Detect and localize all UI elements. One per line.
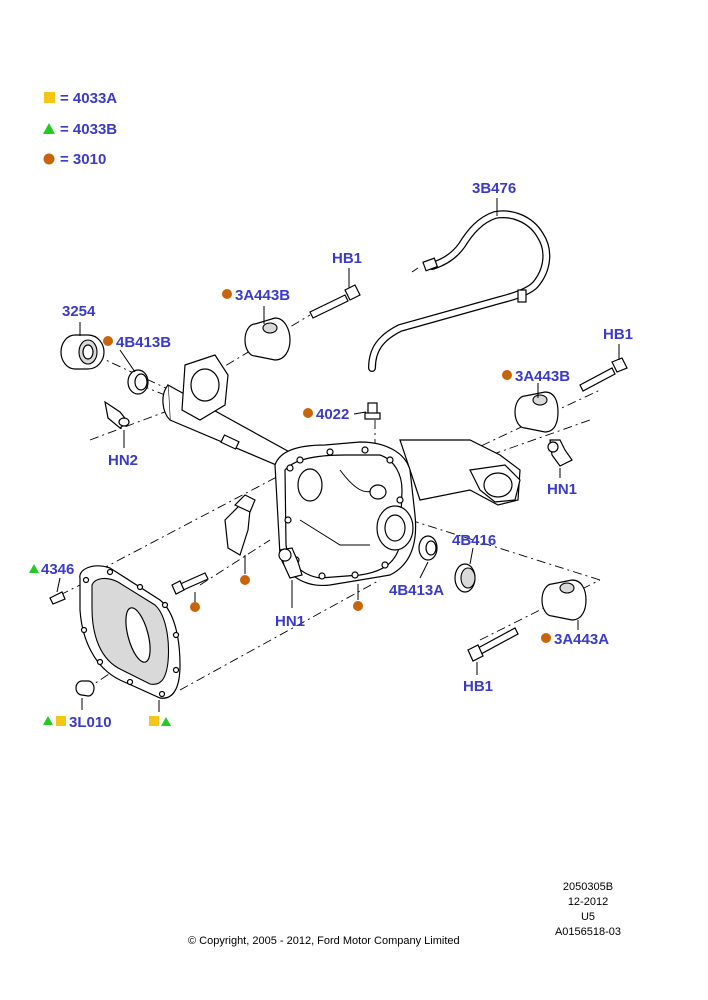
legend-circle-text: = 3010	[60, 151, 106, 168]
label-4b416: 4B416	[452, 532, 496, 549]
circle-marker-icon	[353, 601, 363, 611]
triangle-marker-icon	[29, 564, 39, 573]
circle-marker-icon	[541, 633, 551, 643]
label-hn1-right: HN1	[547, 481, 577, 498]
label-3254: 3254	[62, 303, 96, 320]
circle-marker-icon	[222, 289, 232, 299]
triangle-marker-icon	[161, 717, 171, 726]
label-3a443a: 3A443A	[554, 631, 609, 648]
label-4346: 4346	[41, 561, 74, 578]
circle-marker-icon	[190, 602, 200, 612]
legend: = 4033A = 4033B = 3010	[43, 90, 117, 168]
circle-marker-icon	[240, 575, 250, 585]
circle-marker-icon	[103, 336, 113, 346]
symbol-markers	[29, 289, 551, 726]
label-hn2: HN2	[108, 452, 138, 469]
circle-marker-icon	[303, 408, 313, 418]
differential-cover	[79, 565, 181, 699]
label-3a443b-top: 3A443B	[235, 287, 290, 304]
axle-housing	[162, 354, 521, 587]
square-marker-icon	[149, 716, 159, 726]
leader-lines	[56, 198, 620, 712]
ref-line: 2050305B	[562, 881, 614, 893]
vent-fitting	[364, 402, 381, 420]
legend-square-icon	[44, 92, 55, 103]
label-4b413b: 4B413B	[116, 334, 171, 351]
copyright-notice: © Copyright, 2005 - 2012, Ford Motor Com…	[188, 935, 460, 947]
ref-line: U5	[580, 911, 596, 923]
label-hb1-top: HB1	[332, 250, 362, 267]
label-hn1-bottom: HN1	[275, 613, 305, 630]
label-3b476: 3B476	[472, 180, 516, 197]
cover-flange-bolts	[284, 446, 404, 580]
bolt-right	[579, 357, 628, 392]
part-labels: 3B476 HB1 3A443B 3254 4B413B HB1 3A443B …	[41, 180, 633, 731]
label-3l010: 3L010	[69, 714, 112, 731]
bearing-left	[60, 334, 105, 370]
fill-plug	[75, 680, 95, 697]
label-4b413a: 4B413A	[389, 582, 444, 599]
label-hb1-right: HB1	[603, 326, 633, 343]
ref-line: 12-2012	[567, 896, 609, 908]
legend-triangle-text: = 4033B	[60, 121, 117, 138]
label-hb1-bottom: HB1	[463, 678, 493, 695]
brackets	[224, 494, 303, 579]
nut-right	[547, 439, 573, 467]
circle-marker-icon	[502, 370, 512, 380]
bushing-top	[244, 317, 291, 361]
bushing-right	[514, 391, 559, 433]
clip-hn2	[104, 400, 130, 429]
cover-bolts	[80, 568, 180, 698]
legend-circle-icon	[43, 153, 55, 165]
assembly-lines	[59, 314, 601, 691]
bushing-bottom	[541, 579, 587, 621]
vent-hose	[368, 210, 551, 372]
drawing-reference: 2050305B 12-2012 U5 A0156518-03	[548, 880, 628, 940]
seal-left	[127, 369, 149, 395]
bolt-bottom	[467, 627, 519, 662]
legend-square-text: = 4033A	[60, 90, 117, 107]
label-3a443b-right: 3A443B	[515, 368, 570, 385]
label-4022: 4022	[316, 406, 349, 423]
ref-line: A0156518-03	[554, 926, 622, 938]
pinion-seals	[418, 535, 476, 593]
bolt-top	[309, 284, 361, 319]
triangle-marker-icon	[43, 716, 53, 725]
small-bolts	[49, 572, 209, 605]
legend-triangle-icon	[43, 123, 55, 134]
square-marker-icon	[56, 716, 66, 726]
